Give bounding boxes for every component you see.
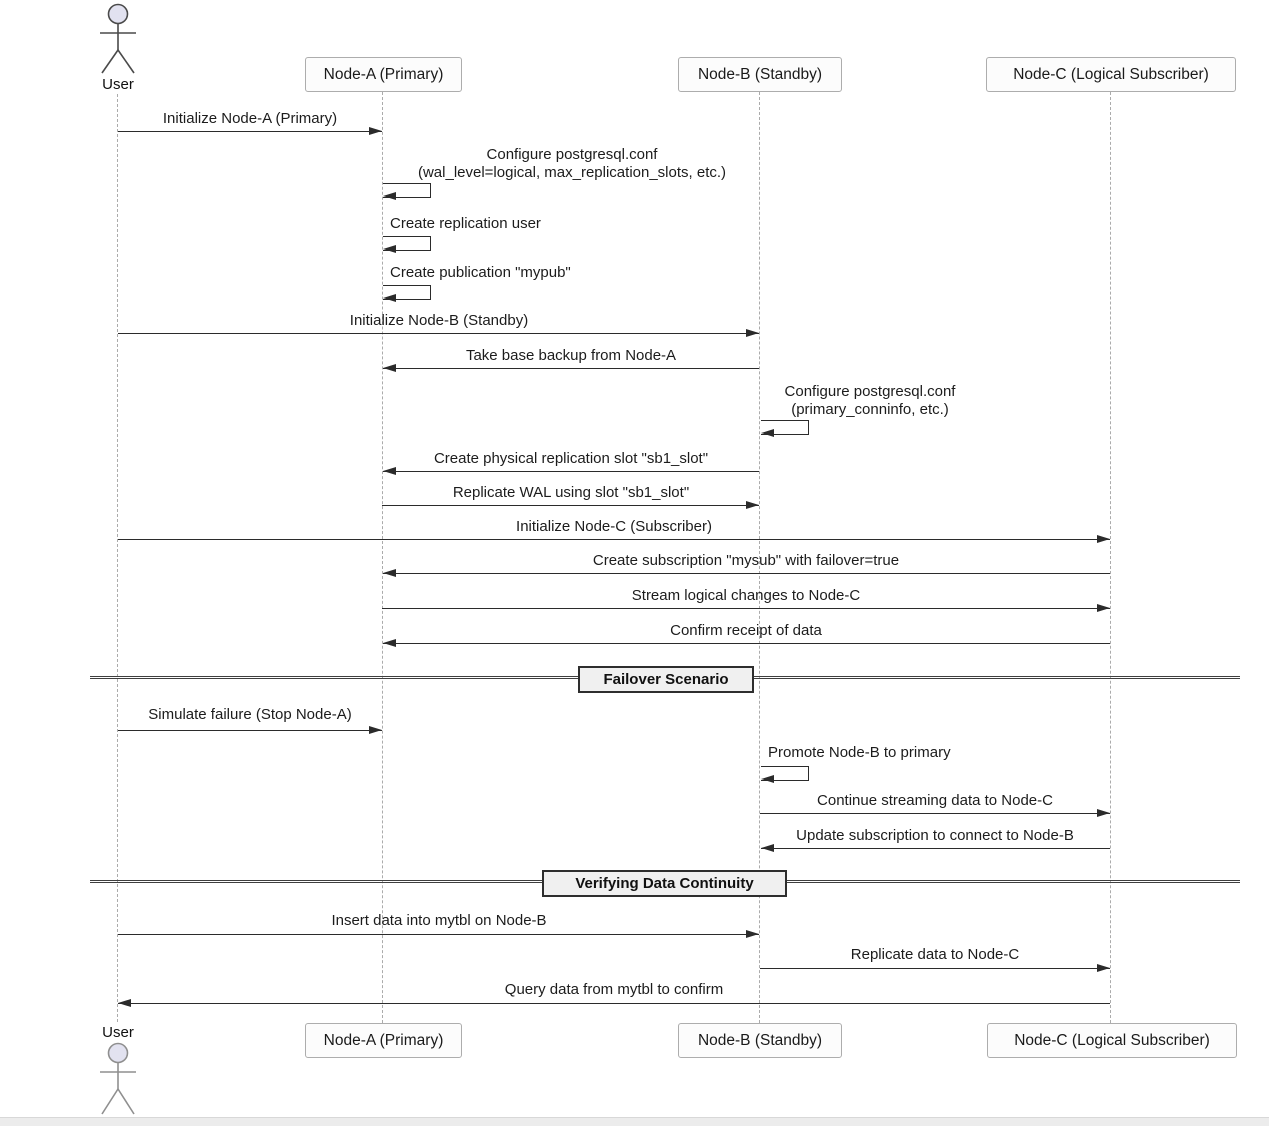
arrowhead-right bbox=[746, 328, 759, 337]
participant-label: Node-A (Primary) bbox=[323, 1031, 444, 1049]
message-label: Create publication "mypub" bbox=[390, 264, 571, 281]
divider-label: Failover Scenario bbox=[603, 671, 729, 688]
arrowhead-left bbox=[383, 192, 396, 200]
participant-label: Node-C (Logical Subscriber) bbox=[1013, 65, 1209, 83]
message-label: Confirm receipt of data bbox=[670, 622, 822, 639]
arrowhead-left bbox=[383, 638, 396, 647]
self-message-loop bbox=[383, 183, 431, 198]
message-label: Query data from mytbl to confirm bbox=[504, 981, 724, 998]
user-actor-label-top: User bbox=[102, 76, 134, 93]
arrowhead-right bbox=[1097, 963, 1110, 972]
arrowhead-left bbox=[383, 245, 396, 253]
lifeline-node-c bbox=[1110, 92, 1111, 1023]
message-label: Configure postgresql.conf (wal_level=log… bbox=[417, 146, 727, 181]
participant-node-c-top: Node-C (Logical Subscriber) bbox=[986, 57, 1236, 92]
arrowhead-left bbox=[383, 363, 396, 372]
message-arrow bbox=[383, 471, 759, 472]
arrowhead-left bbox=[383, 294, 396, 302]
arrowhead-left bbox=[761, 843, 774, 852]
arrowhead-right bbox=[369, 126, 382, 135]
message-arrow bbox=[118, 1003, 1110, 1004]
arrowhead-right bbox=[746, 500, 759, 509]
message-label: Initialize Node-C (Subscriber) bbox=[516, 518, 712, 535]
participant-node-b-bottom: Node-B (Standby) bbox=[678, 1023, 842, 1058]
message-arrow bbox=[382, 505, 759, 506]
message-arrow bbox=[760, 968, 1110, 969]
lifeline-user bbox=[117, 94, 118, 1022]
message-label: Create replication user bbox=[390, 215, 541, 232]
message-label: Insert data into mytbl on Node-B bbox=[331, 912, 547, 929]
participant-node-a-top: Node-A (Primary) bbox=[305, 57, 462, 92]
divider-verifying-data-continuity: Verifying Data Continuity bbox=[542, 870, 787, 897]
participant-label: Node-A (Primary) bbox=[323, 65, 444, 83]
message-label: Create physical replication slot "sb1_sl… bbox=[433, 450, 709, 467]
message-label: Update subscription to connect to Node-B bbox=[796, 827, 1074, 844]
lifeline-node-b bbox=[759, 92, 760, 1023]
user-actor-icon bbox=[100, 1042, 136, 1115]
message-label: Promote Node-B to primary bbox=[768, 744, 951, 761]
message-arrow bbox=[118, 131, 382, 132]
participant-node-b-top: Node-B (Standby) bbox=[678, 57, 842, 92]
message-arrow bbox=[761, 848, 1110, 849]
participant-label: Node-B (Standby) bbox=[697, 65, 823, 83]
self-message-loop bbox=[383, 285, 431, 300]
message-arrow bbox=[383, 573, 1110, 574]
participant-label: Node-B (Standby) bbox=[697, 1031, 823, 1049]
message-arrow bbox=[118, 539, 1110, 540]
self-message-loop bbox=[761, 420, 809, 435]
arrowhead-right bbox=[1097, 603, 1110, 612]
self-message-loop bbox=[383, 236, 431, 251]
arrowhead-right bbox=[746, 929, 759, 938]
arrowhead-right bbox=[369, 725, 382, 734]
message-arrow bbox=[118, 934, 759, 935]
user-actor-label-bottom: User bbox=[102, 1024, 134, 1041]
message-label: Configure postgresql.conf (primary_conni… bbox=[784, 383, 956, 418]
arrowhead-left bbox=[761, 775, 774, 783]
arrowhead-left bbox=[118, 998, 131, 1007]
arrowhead-left bbox=[383, 466, 396, 475]
self-message-loop bbox=[761, 766, 809, 781]
message-arrow bbox=[118, 333, 759, 334]
lifeline-node-a bbox=[382, 92, 383, 1023]
message-label: Take base backup from Node-A bbox=[465, 347, 677, 364]
participant-node-c-bottom: Node-C (Logical Subscriber) bbox=[987, 1023, 1237, 1058]
participant-node-a-bottom: Node-A (Primary) bbox=[305, 1023, 462, 1058]
message-arrow bbox=[760, 813, 1110, 814]
message-arrow bbox=[382, 608, 1110, 609]
message-label: Initialize Node-A (Primary) bbox=[162, 110, 338, 127]
user-actor-icon bbox=[100, 3, 136, 74]
arrowhead-right bbox=[1097, 534, 1110, 543]
participant-label: Node-C (Logical Subscriber) bbox=[1014, 1031, 1210, 1049]
bottom-edge-strip bbox=[0, 1117, 1269, 1126]
arrowhead-left bbox=[761, 429, 774, 437]
message-arrow bbox=[383, 368, 759, 369]
divider-label: Verifying Data Continuity bbox=[575, 875, 754, 892]
arrowhead-left bbox=[383, 568, 396, 577]
divider-failover-scenario: Failover Scenario bbox=[578, 666, 754, 693]
message-label: Initialize Node-B (Standby) bbox=[349, 312, 529, 329]
message-arrow bbox=[118, 730, 382, 731]
message-label: Simulate failure (Stop Node-A) bbox=[148, 706, 352, 723]
arrowhead-right bbox=[1097, 808, 1110, 817]
message-label: Create subscription "mysub" with failove… bbox=[592, 552, 900, 569]
message-label: Replicate WAL using slot "sb1_slot" bbox=[452, 484, 690, 501]
message-label: Stream logical changes to Node-C bbox=[631, 587, 861, 604]
message-arrow bbox=[383, 643, 1110, 644]
message-label: Continue streaming data to Node-C bbox=[817, 792, 1053, 809]
message-label: Replicate data to Node-C bbox=[850, 946, 1020, 963]
